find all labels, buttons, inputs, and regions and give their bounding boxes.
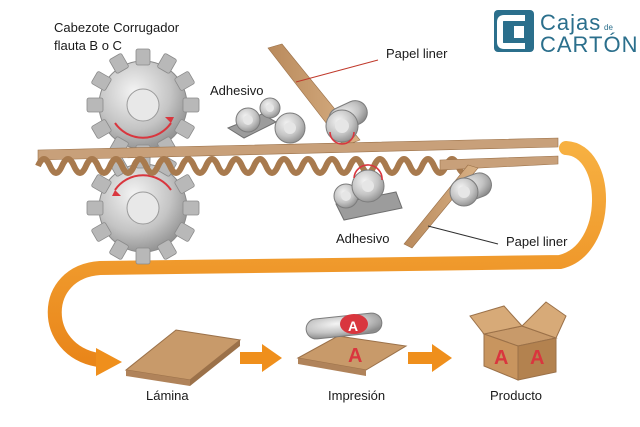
callout-liner-bottom (427, 225, 499, 245)
gear-top (86, 48, 200, 162)
step-sheet-label: Lámina (146, 388, 189, 403)
logo-word1: Cajas (540, 10, 601, 35)
print-roller-icon: A A (296, 312, 408, 376)
header-label-line1: Cabezote Corrugador (54, 20, 180, 35)
glue-unit-top (226, 97, 306, 144)
header-label-line2: flauta B o C (54, 38, 122, 53)
pressure-rollers-top (325, 100, 368, 145)
box-letter-left: A (494, 347, 508, 369)
step-print-label: Impresión (328, 388, 385, 403)
flow-path (47, 141, 606, 376)
logo-word2: CARTÓN (540, 32, 639, 57)
liner-label-top: Papel liner (386, 46, 448, 61)
brand-logo: Cajas de CARTÓN (494, 10, 639, 57)
adhesive-label-top: Adhesivo (210, 83, 263, 98)
callout-liner-top (295, 59, 379, 83)
arrow-icon (408, 344, 452, 372)
adhesive-label-bottom: Adhesivo (336, 231, 389, 246)
liner-label-bottom: Papel liner (506, 234, 568, 249)
print-sheet-letter: A (348, 345, 362, 367)
arrow-icon (96, 348, 122, 376)
arrow-icon (240, 344, 282, 372)
logo-small: de (604, 23, 613, 32)
pressure-roller-bottom (449, 172, 492, 207)
step-product-label: Producto (490, 388, 542, 403)
cardboard-sheet-icon (124, 329, 242, 386)
glue-unit-bottom (333, 164, 403, 221)
box-icon: A A (469, 301, 567, 381)
box-letter-right: A (530, 347, 544, 369)
print-roller-letter: A (348, 318, 358, 334)
